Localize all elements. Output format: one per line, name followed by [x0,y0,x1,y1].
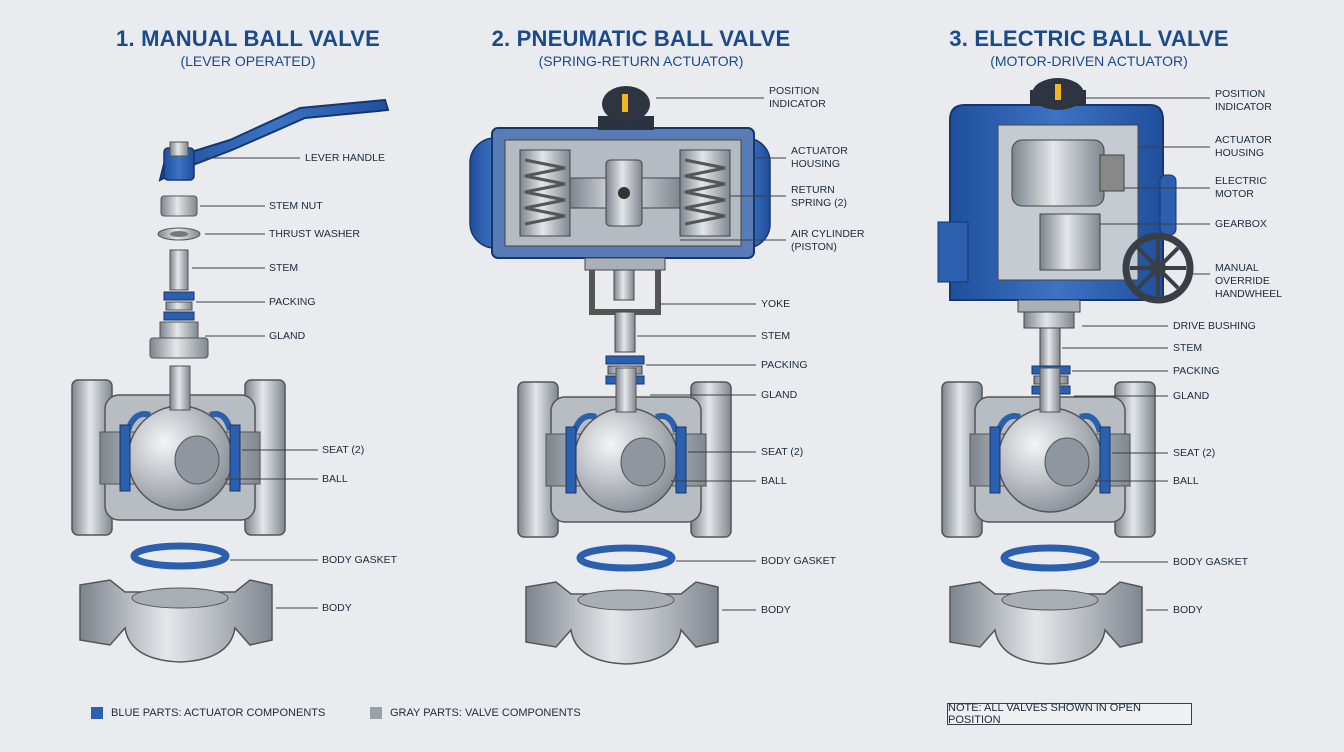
legend-blue: BLUE PARTS: ACTUATOR COMPONENTS [91,707,325,719]
label-ball: BALL [1173,475,1199,487]
manual-valve-drawing [149,98,390,359]
electric-valve-subtitle: (MOTOR-DRIVEN ACTUATOR) [990,53,1188,69]
legend-gray: GRAY PARTS: VALVE COMPONENTS [370,707,581,719]
label-body-gasket: BODY GASKET [322,554,398,566]
electric-valve-column: 3. ELECTRIC BALL VALVE (MOTOR-DRIVEN ACT… [865,0,1313,752]
label-air-cylinder: AIR CYLINDER (PISTON) [791,228,865,253]
label-lever-handle: LEVER HANDLE [305,152,385,164]
label-stem: STEM [761,330,791,342]
open-position-note: NOTE: ALL VALVES SHOWN IN OPEN POSITION [947,702,1192,726]
label-gland: GLAND [1173,390,1210,402]
label-gearbox: GEARBOX [1215,218,1267,230]
pneumatic-valve-subtitle: (SPRING-RETURN ACTUATOR) [538,53,744,69]
pneumatic-valve-drawing [469,86,771,385]
legend-gray-label: GRAY PARTS: VALVE COMPONENTS [390,707,581,719]
label-body: BODY [761,604,791,616]
label-thrust-washer: THRUST WASHER [269,228,361,240]
label-stem: STEM [1173,342,1203,354]
label-position-indicator: POSITION INDICATOR [769,85,826,110]
label-position-indicator: POSITION INDICATOR [1215,88,1272,113]
label-electric-motor: ELECTRIC MOTOR [1215,175,1267,200]
label-yoke: YOKE [761,298,791,310]
pneumatic-valve-title: 2. PNEUMATIC BALL VALVE [491,26,791,51]
label-body: BODY [322,602,352,614]
label-seat: SEAT (2) [322,444,365,456]
manual-valve-column: 1. MANUAL BALL VALVE (LEVER OPERATED) [24,0,472,752]
label-stem: STEM [269,262,299,274]
electric-valve-drawing [937,78,1194,395]
label-return-spring: RETURN SPRING (2) [791,184,848,209]
legend-blue-label: BLUE PARTS: ACTUATOR COMPONENTS [111,707,326,719]
blue-swatch-icon [91,707,103,719]
label-actuator-housing: ACTUATOR HOUSING [791,145,848,170]
label-body: BODY [1173,604,1203,616]
label-ball: BALL [761,475,787,487]
pneumatic-valve-column: 2. PNEUMATIC BALL VALVE (SPRING-RETURN A… [417,0,865,752]
label-gland: GLAND [761,389,798,401]
label-stem-nut: STEM NUT [269,200,323,212]
label-packing: PACKING [1173,365,1220,377]
label-actuator-housing: ACTUATOR HOUSING [1215,134,1272,159]
electric-valve-title: 3. ELECTRIC BALL VALVE [949,26,1229,51]
label-seat: SEAT (2) [1173,447,1216,459]
label-manual-override-handwheel: MANUAL OVERRIDE HANDWHEEL [1215,262,1283,300]
manual-valve-subtitle: (LEVER OPERATED) [180,53,316,69]
manual-valve-title: 1. MANUAL BALL VALVE [116,26,380,51]
label-packing: PACKING [761,359,808,371]
label-seat: SEAT (2) [761,446,804,458]
label-ball: BALL [322,473,348,485]
manual-valve-body [71,365,286,663]
label-gland: GLAND [269,330,306,342]
label-drive-bushing: DRIVE BUSHING [1173,320,1256,332]
label-body-gasket: BODY GASKET [761,555,837,567]
label-packing: PACKING [269,296,316,308]
label-body-gasket: BODY GASKET [1173,556,1249,568]
gray-swatch-icon [370,707,382,719]
